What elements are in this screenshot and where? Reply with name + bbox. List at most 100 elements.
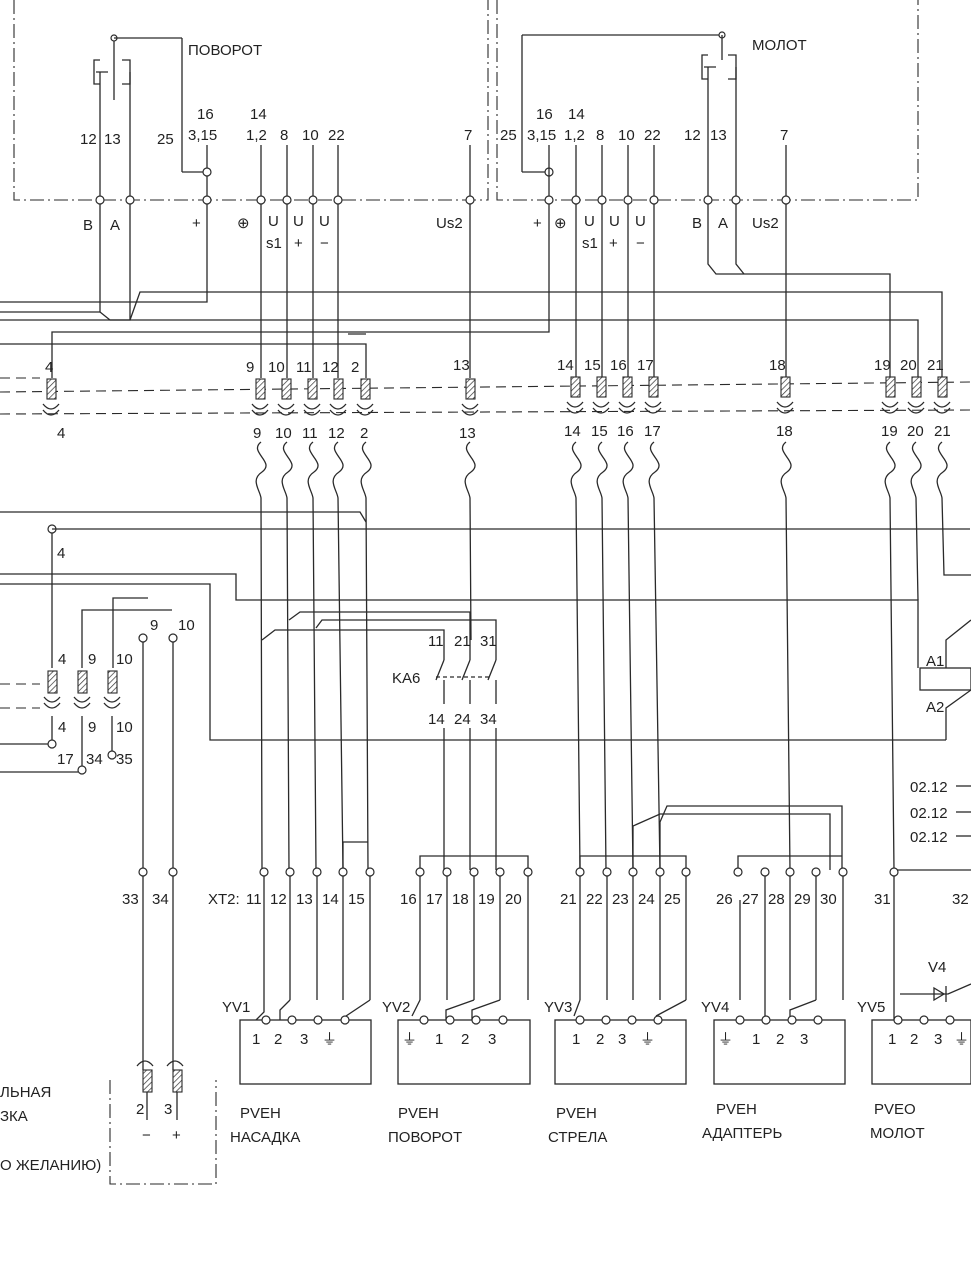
- svg-text:YV5: YV5: [857, 999, 885, 1016]
- svg-text:24: 24: [454, 711, 471, 728]
- svg-text:34: 34: [86, 751, 103, 768]
- left-box-title: ПОВОРОТ: [188, 42, 262, 59]
- svg-text:s1: s1: [582, 235, 598, 252]
- svg-text:16: 16: [400, 891, 417, 908]
- connector-sockets: [42, 401, 951, 416]
- svg-text:29: 29: [794, 891, 811, 908]
- svg-text:3,15: 3,15: [527, 127, 556, 144]
- svg-text:НАСАДКА: НАСАДКА: [230, 1129, 300, 1146]
- svg-text:12: 12: [322, 359, 339, 376]
- svg-text:3: 3: [488, 1031, 496, 1048]
- relay-ka6-label: KA6: [392, 670, 420, 687]
- svg-text:2: 2: [776, 1031, 784, 1048]
- svg-text:3: 3: [800, 1031, 808, 1048]
- right-box-connection-nodes: [544, 195, 791, 205]
- svg-text:9: 9: [246, 359, 254, 376]
- svg-text:15: 15: [591, 423, 608, 440]
- svg-text:A: A: [110, 217, 120, 234]
- svg-text:26: 26: [716, 891, 733, 908]
- svg-text:14: 14: [557, 357, 574, 374]
- svg-text:2: 2: [136, 1101, 144, 1118]
- connector-left-bottom-label: 4: [57, 425, 65, 442]
- svg-text:YV3: YV3: [544, 999, 572, 1016]
- svg-text:U: U: [609, 213, 620, 230]
- svg-text:1: 1: [252, 1031, 260, 1048]
- svg-text:1: 1: [572, 1031, 580, 1048]
- svg-text:4: 4: [58, 719, 66, 736]
- svg-text:U: U: [635, 213, 646, 230]
- svg-text:⏚: ⏚: [640, 1031, 655, 1048]
- svg-text:ПОВОРОТ: ПОВОРОТ: [388, 1129, 462, 1146]
- svg-text:+: +: [192, 215, 201, 232]
- svg-text:02.12: 02.12: [910, 805, 948, 822]
- svg-text:ЛЬНАЯ: ЛЬНАЯ: [0, 1084, 51, 1101]
- svg-text:МОЛОТ: МОЛОТ: [870, 1125, 925, 1142]
- svg-text:PVEH: PVEH: [240, 1105, 281, 1122]
- svg-text:22: 22: [328, 127, 345, 144]
- svg-text:PVEH: PVEH: [556, 1105, 597, 1122]
- svg-text:12: 12: [270, 891, 287, 908]
- xt2-labels: 33 34 XT2: 11 12 13 14 15 16 17 18 19 20…: [122, 891, 969, 908]
- svg-text:22: 22: [644, 127, 661, 144]
- svg-text:17: 17: [644, 423, 661, 440]
- svg-text:1: 1: [888, 1031, 896, 1048]
- svg-text:B: B: [83, 217, 93, 234]
- svg-text:2: 2: [351, 359, 359, 376]
- svg-text:11: 11: [296, 359, 312, 376]
- svg-text:15: 15: [348, 891, 365, 908]
- svg-text:21: 21: [927, 357, 944, 374]
- svg-text:13: 13: [104, 131, 121, 148]
- connector-top-labels: 4 9 10 11 12 2 13 14 15 16 17 18 19 20 2…: [45, 357, 944, 376]
- svg-text:8: 8: [596, 127, 604, 144]
- svg-text:16: 16: [197, 106, 214, 123]
- svg-text:17: 17: [426, 891, 443, 908]
- svg-text:02.12: 02.12: [910, 779, 948, 796]
- ka6-contact-labels: 11 21 31 14 24 34: [428, 633, 497, 728]
- svg-text:⏚: ⏚: [322, 1031, 337, 1048]
- svg-text:2: 2: [596, 1031, 604, 1048]
- coil-a2-label: A2: [926, 699, 944, 716]
- svg-text:−: −: [320, 235, 329, 252]
- svg-text:О ЖЕЛАНИЮ): О ЖЕЛАНИЮ): [0, 1157, 101, 1174]
- svg-text:U: U: [268, 213, 279, 230]
- svg-text:YV1: YV1: [222, 999, 250, 1016]
- svg-text:СТРЕЛА: СТРЕЛА: [548, 1129, 607, 1146]
- svg-text:3: 3: [618, 1031, 626, 1048]
- svg-text:+: +: [609, 235, 618, 252]
- svg-text:11: 11: [302, 425, 318, 442]
- svg-text:25: 25: [664, 891, 681, 908]
- upper-wiring: [0, 204, 943, 378]
- svg-text:U: U: [584, 213, 595, 230]
- svg-text:2: 2: [461, 1031, 469, 1048]
- svg-text:PVEH: PVEH: [398, 1105, 439, 1122]
- svg-text:1: 1: [435, 1031, 443, 1048]
- svg-text:25: 25: [157, 131, 174, 148]
- svg-text:PVEO: PVEO: [874, 1101, 916, 1118]
- svg-text:17: 17: [637, 357, 654, 374]
- svg-text:2: 2: [360, 425, 368, 442]
- svg-text:12: 12: [684, 127, 701, 144]
- svg-text:27: 27: [742, 891, 759, 908]
- svg-text:02.12: 02.12: [910, 829, 948, 846]
- svg-text:U: U: [293, 213, 304, 230]
- svg-text:−: −: [142, 1127, 151, 1144]
- right-box-title: МОЛОТ: [752, 37, 807, 54]
- valve-pin-labels: 1 2 3 ⏚ ⏚ 1 2 3 1 2 3 ⏚ ⏚ 1 2 3 1 2 3 ⏚: [252, 1031, 969, 1048]
- valve-boxes: [239, 1019, 971, 1085]
- svg-text:s1: s1: [266, 235, 282, 252]
- svg-text:Us2: Us2: [752, 215, 779, 232]
- svg-text:3: 3: [300, 1031, 308, 1048]
- svg-text:31: 31: [874, 891, 891, 908]
- svg-text:XT2:: XT2:: [208, 891, 240, 908]
- svg-text:10: 10: [618, 127, 635, 144]
- svg-text:16: 16: [617, 423, 634, 440]
- svg-text:14: 14: [568, 106, 585, 123]
- relay-wiring: [0, 511, 971, 870]
- svg-text:4: 4: [58, 651, 66, 668]
- svg-text:11: 11: [428, 633, 444, 650]
- svg-text:16: 16: [610, 357, 627, 374]
- svg-text:23: 23: [612, 891, 629, 908]
- xt2-buses: [342, 805, 971, 1000]
- right-references: 02.12 02.12 02.12: [910, 779, 971, 846]
- svg-text:B: B: [692, 215, 702, 232]
